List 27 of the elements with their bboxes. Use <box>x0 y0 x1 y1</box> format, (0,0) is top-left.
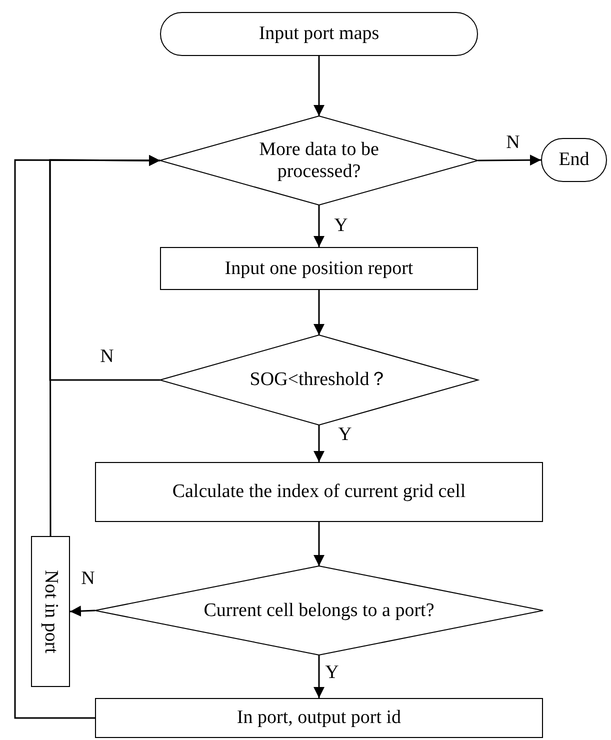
arrow <box>70 606 96 617</box>
arrow <box>314 290 324 335</box>
node-label: Input one position report <box>224 258 414 280</box>
process-box <box>31 536 70 687</box>
node-label: Calculate the index of current grid cell <box>172 481 466 503</box>
node-label: Input port maps <box>258 23 380 45</box>
node-label: More data to be processed? <box>258 138 380 182</box>
arrow <box>314 522 324 566</box>
terminator-shape <box>541 138 607 182</box>
decision-diamond <box>95 566 543 655</box>
arrow <box>14 154 160 719</box>
arrow <box>478 154 541 166</box>
decision-diamond <box>160 335 478 425</box>
decision-diamond <box>160 116 478 205</box>
node-label: Current cell belongs to a port? <box>204 600 434 622</box>
process-box <box>160 247 478 290</box>
arrow <box>314 205 324 247</box>
node-label: Not in port <box>40 570 62 654</box>
process-box <box>95 698 543 738</box>
process-box <box>95 462 543 522</box>
arrow <box>314 56 324 116</box>
node-label: SOG<threshold？ <box>250 369 388 391</box>
node-label: In port, output port id <box>236 707 402 729</box>
node-label: End <box>558 149 590 171</box>
arrow <box>314 655 324 698</box>
terminator-shape <box>160 12 478 56</box>
arrow <box>314 425 324 462</box>
